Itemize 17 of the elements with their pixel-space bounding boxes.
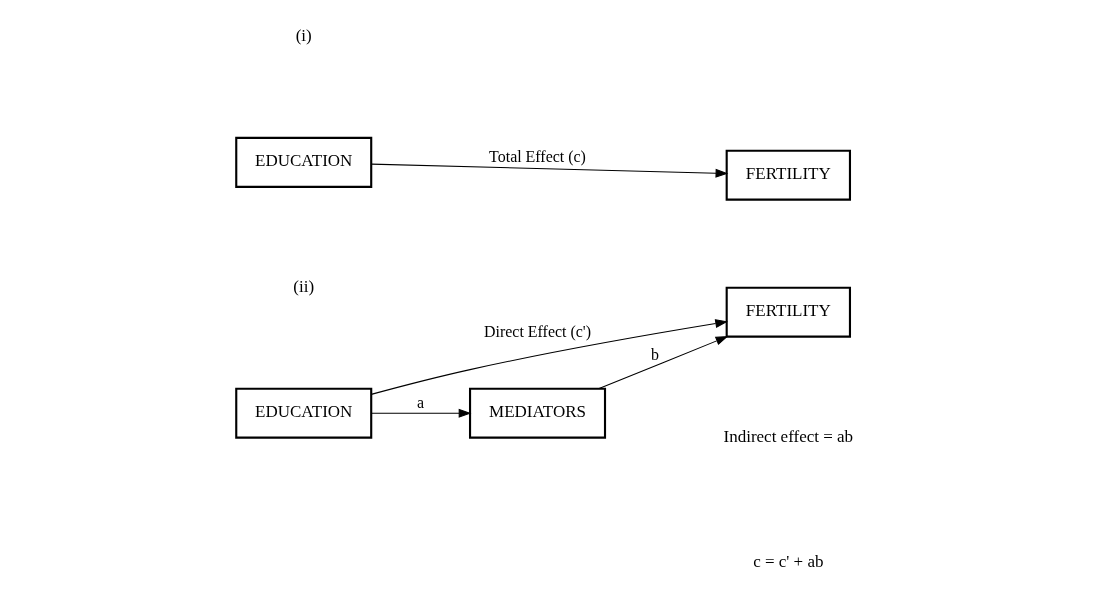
node-box: EDUCATION bbox=[234, 136, 372, 188]
label: Indirect effect = ab bbox=[723, 426, 853, 446]
arrow bbox=[370, 319, 728, 395]
node-box: MEDIATORS bbox=[468, 387, 606, 439]
node-box: FERTILITY bbox=[725, 149, 851, 201]
arrow bbox=[598, 336, 728, 390]
arrow bbox=[370, 408, 471, 418]
node-box: FERTILITY bbox=[725, 286, 851, 338]
node-box: EDUCATION bbox=[234, 387, 372, 439]
arrow bbox=[370, 163, 728, 178]
edge-label: Total Effect (c) bbox=[488, 148, 586, 166]
edge-label: Direct Effect (c') bbox=[483, 322, 591, 340]
edge-label: a bbox=[416, 393, 424, 411]
label: c = c' + ab bbox=[752, 552, 824, 572]
label: (i) bbox=[295, 26, 312, 46]
edge-label: b bbox=[650, 346, 659, 364]
label: (ii) bbox=[292, 276, 314, 296]
